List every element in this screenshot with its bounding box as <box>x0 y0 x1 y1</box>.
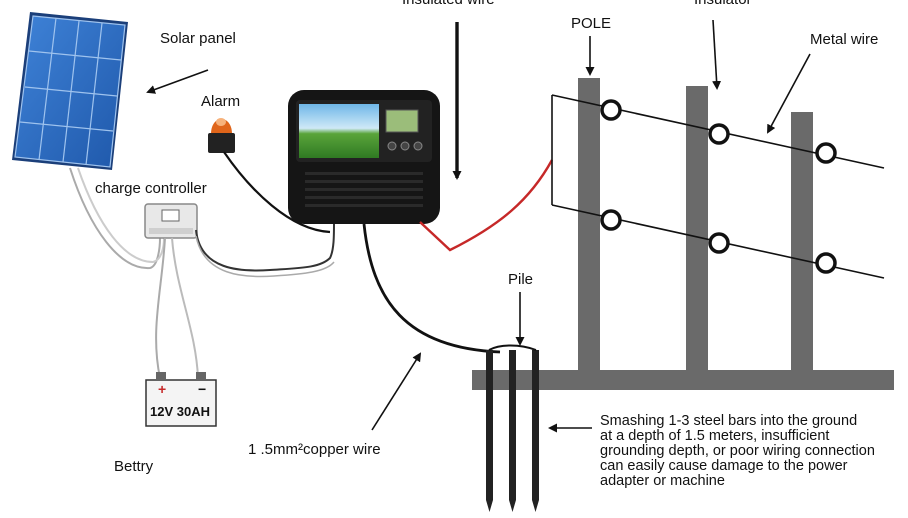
copper-ground-wire <box>362 223 501 354</box>
fence-energizer <box>288 90 440 224</box>
charge-controller-label: charge controller <box>95 180 207 197</box>
alarm-label: Alarm <box>201 93 241 110</box>
fence-poles <box>578 78 813 374</box>
battery-marking: 12V 30AH <box>150 404 210 419</box>
insulator-label: Insulator <box>694 0 752 8</box>
solar-panel-label: Solar panel <box>160 30 236 47</box>
insulated-wire-label: Insulated wire <box>402 0 495 8</box>
ground-beam <box>472 370 894 390</box>
ground-piles <box>486 344 539 512</box>
pole-label: POLE <box>571 15 612 32</box>
insulators <box>600 99 837 274</box>
alarm <box>208 118 235 153</box>
grounding-note-line: adapter or machine <box>600 473 725 489</box>
battery: + − 12V 30AH <box>145 372 217 427</box>
battery-cable <box>155 237 199 379</box>
battery-label: Bettry <box>114 458 154 475</box>
battery-minus-label: − <box>198 381 206 397</box>
arrow-solar-panel <box>146 69 209 94</box>
grounding-note-line: can easily cause damage to the power <box>600 458 848 474</box>
charge-controller <box>144 203 198 239</box>
grounding-note: Smashing 1-3 steel bars into the ground … <box>600 414 908 489</box>
solar-cable <box>69 167 165 270</box>
arrow-copper-wire <box>371 352 422 431</box>
solar-panel <box>12 12 128 170</box>
arrow-insulator <box>712 19 722 90</box>
grounding-note-line: Smashing 1-3 steel bars into the ground <box>600 413 858 429</box>
battery-plus-label: + <box>158 381 166 397</box>
insulated-wire <box>419 159 554 252</box>
alarm-cable <box>223 151 331 234</box>
callout-arrows <box>146 19 811 433</box>
pile-label: Pile <box>508 271 534 288</box>
grounding-note-line: grounding depth, or poor wiring connecti… <box>600 443 875 459</box>
grounding-note-line: at a depth of 1.5 meters, insufficient <box>600 428 830 444</box>
copper-wire-label: 1 .5mm²copper wire <box>248 441 381 458</box>
metal-wire-label: Metal wire <box>810 31 879 48</box>
controller-cable <box>195 221 335 272</box>
arrow-metal-wire <box>767 53 811 134</box>
